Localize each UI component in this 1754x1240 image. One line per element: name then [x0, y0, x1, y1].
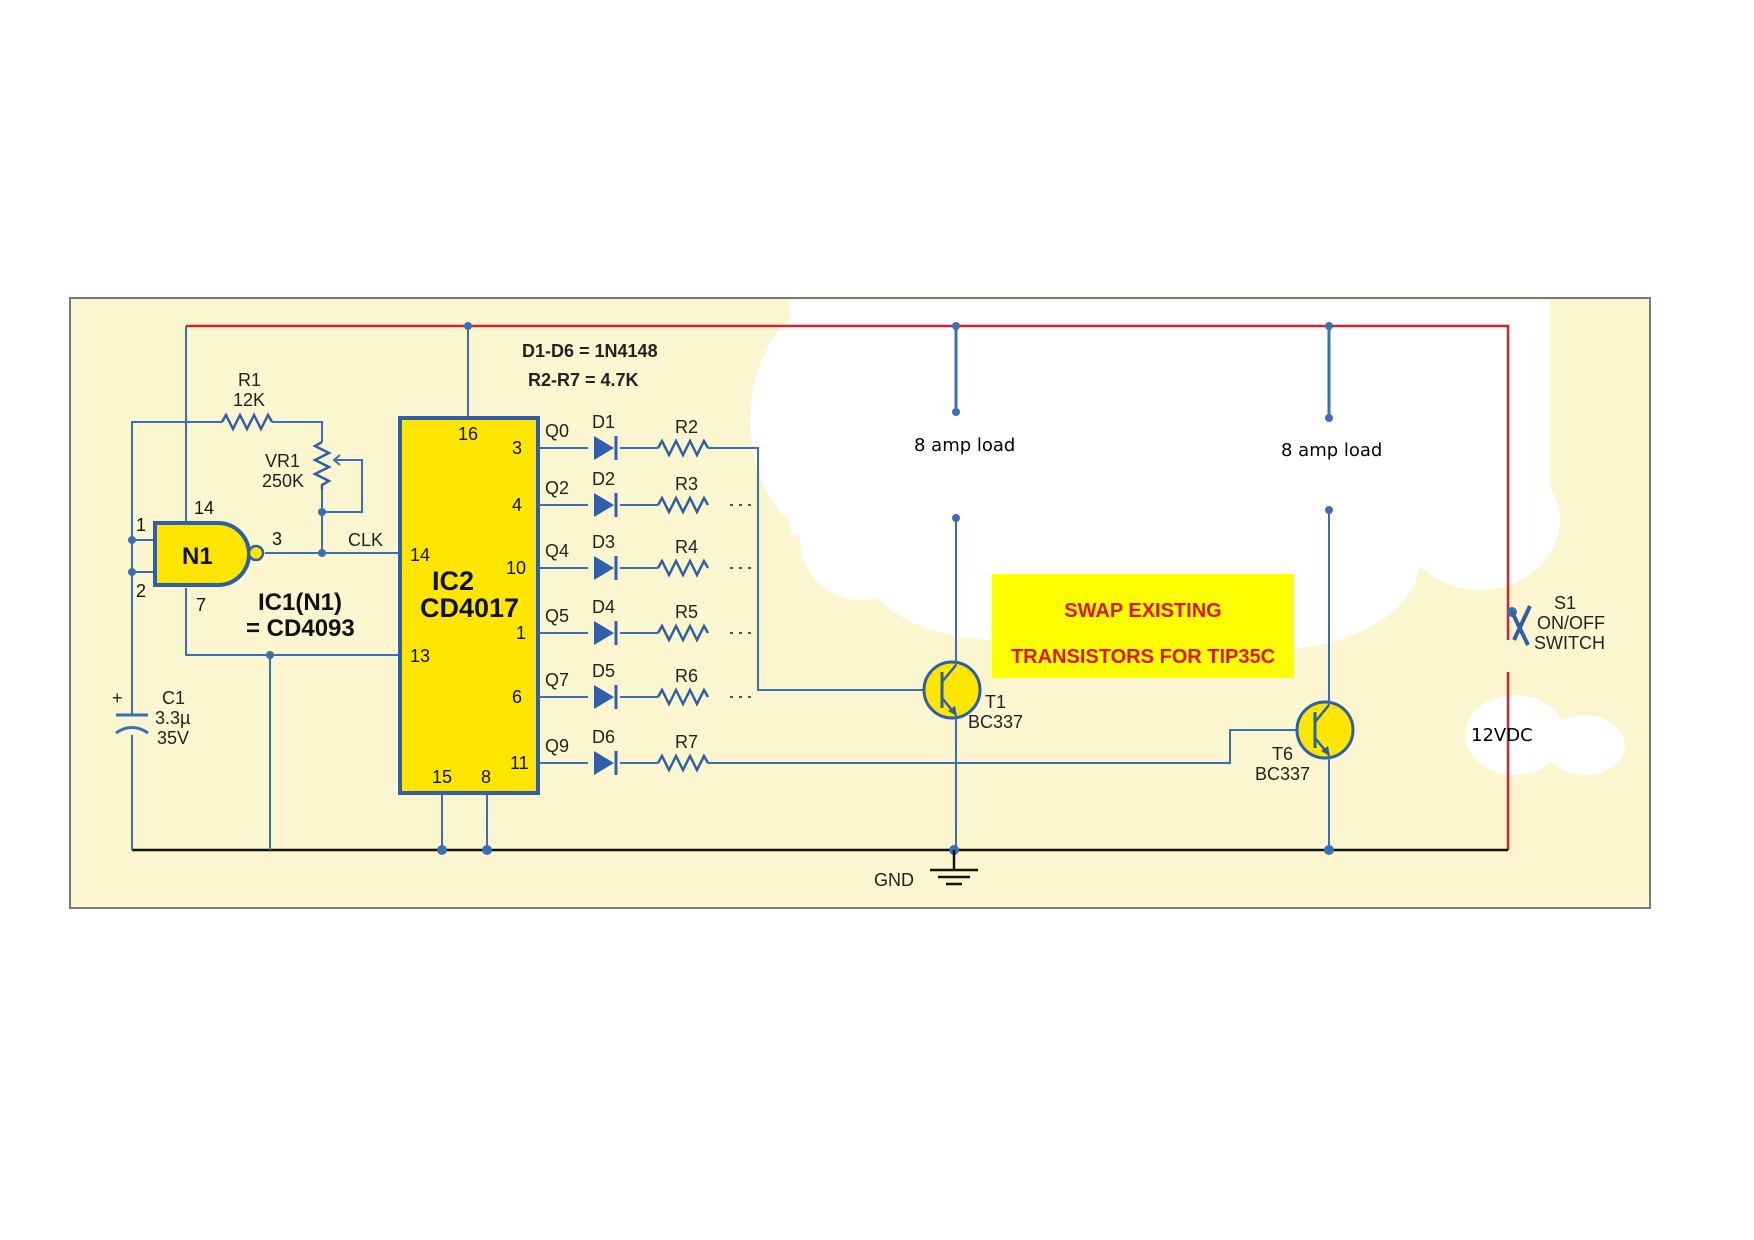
- diode-label: D5: [592, 661, 615, 681]
- load-right-label: 8 amp load: [1281, 440, 1382, 461]
- resistor-label: R4: [675, 537, 698, 557]
- ic2-out-pin: 1: [516, 623, 526, 643]
- ic2-out-q: Q7: [545, 670, 569, 690]
- output-row-3: [538, 556, 710, 580]
- wire-r1-loop: [131, 421, 222, 530]
- switch-line2: SWITCH: [1534, 633, 1605, 653]
- diodes-note: D1-D6 = 1N4148: [522, 341, 658, 361]
- ic2-pin-8: 8: [481, 767, 491, 787]
- switch-line1: ON/OFF: [1537, 613, 1605, 633]
- gate-pin-vdd: 14: [194, 498, 214, 518]
- ic2-out-q: Q4: [545, 541, 569, 561]
- output-row-4: [538, 621, 710, 645]
- vr1-potentiometer: [312, 440, 346, 490]
- ic2-out-pin: 3: [512, 438, 522, 458]
- n1-nand-gate: [153, 521, 265, 587]
- ic2-out-pin: 11: [510, 753, 529, 773]
- t1-part: BC337: [968, 712, 1023, 732]
- t6-transistor: [1295, 700, 1355, 760]
- gate-pin-in2: 2: [136, 581, 146, 601]
- diode-label: D6: [592, 727, 615, 747]
- resistor-label: R7: [675, 732, 698, 752]
- ic2-name: IC2: [432, 566, 474, 596]
- gate-pin-gnd: 7: [196, 595, 206, 615]
- ic2-part: CD4017: [420, 593, 519, 623]
- resistor-label: R3: [675, 474, 698, 494]
- diode-label: D2: [592, 469, 615, 489]
- diode-label: D1: [592, 412, 615, 432]
- t1-name: T1: [985, 692, 1006, 712]
- wire-gate-gnd: [185, 588, 400, 656]
- ic2-counter: [398, 416, 540, 795]
- gate-ic-part: = CD4093: [246, 615, 355, 642]
- load-right: [1325, 322, 1333, 514]
- r1-resistor: [220, 412, 274, 432]
- gate-ic-label: IC1(N1): [258, 589, 342, 616]
- wire-r1-right: [272, 421, 323, 442]
- t1-transistor: [922, 660, 982, 720]
- ic2-pin-vdd: 16: [458, 424, 478, 444]
- wire-r2-to-t1: [708, 447, 925, 691]
- c1-name: C1: [162, 688, 185, 708]
- ic2-out-pin: 6: [512, 687, 522, 707]
- c1-value: 3.3µ: [155, 708, 190, 728]
- gate-pin-out: 3: [272, 529, 282, 549]
- ic2-out-q: Q5: [545, 606, 569, 626]
- ic2-pin-clk: 14: [410, 545, 430, 565]
- t6-part: BC337: [1255, 764, 1310, 784]
- continuation-dots: [730, 504, 752, 698]
- gate-pin-in1: 1: [136, 515, 146, 535]
- c1-capacitor: [115, 713, 149, 735]
- switch-name: S1: [1554, 593, 1576, 613]
- resistor-label: R6: [675, 666, 698, 686]
- gnd-label: GND: [874, 870, 914, 890]
- warning-line2: TRANSISTORS FOR TIP35C: [1011, 646, 1275, 668]
- ic2-out-q: Q2: [545, 478, 569, 498]
- clk-label: CLK: [348, 530, 383, 550]
- ic2-out-pin: 4: [512, 495, 522, 515]
- resistor-label: R5: [675, 602, 698, 622]
- ic2-out-q: Q9: [545, 736, 569, 756]
- diode-label: D4: [592, 597, 615, 617]
- gate-name: N1: [182, 543, 213, 570]
- vr1-name: VR1: [265, 451, 300, 471]
- output-row-2: [538, 493, 710, 517]
- resistor-label: R2: [675, 417, 698, 437]
- r1-value: 12K: [233, 390, 265, 410]
- diode-label: D3: [592, 532, 615, 552]
- warning-box: [992, 574, 1294, 678]
- output-row-5: [538, 685, 710, 709]
- ground-symbol: [930, 850, 978, 886]
- supply-label: 12VDC: [1471, 725, 1533, 746]
- wire-r7-to-t6: [708, 729, 1298, 764]
- load-left-label: 8 amp load: [914, 435, 1015, 456]
- r1-name: R1: [238, 370, 261, 390]
- output-row-6: [538, 751, 710, 775]
- vr1-value: 250K: [262, 471, 304, 491]
- ic2-pin-13: 13: [410, 646, 430, 666]
- output-row-1: [538, 436, 710, 460]
- resistors-note: R2-R7 = 4.7K: [528, 370, 639, 390]
- load-left: [952, 322, 960, 522]
- c1-plus: +: [112, 688, 123, 708]
- c1-voltage: 35V: [157, 728, 189, 748]
- ic2-out-pin: 10: [506, 558, 526, 578]
- wire-vr1-loop: [321, 459, 363, 513]
- supply-rail: [186, 324, 1510, 640]
- ic2-out-q: Q0: [545, 421, 569, 441]
- t6-name: T6: [1272, 744, 1293, 764]
- warning-line1: SWAP EXISTING: [1064, 600, 1221, 622]
- s1-switch: [1507, 605, 1532, 646]
- ic2-pin-15: 15: [432, 767, 452, 787]
